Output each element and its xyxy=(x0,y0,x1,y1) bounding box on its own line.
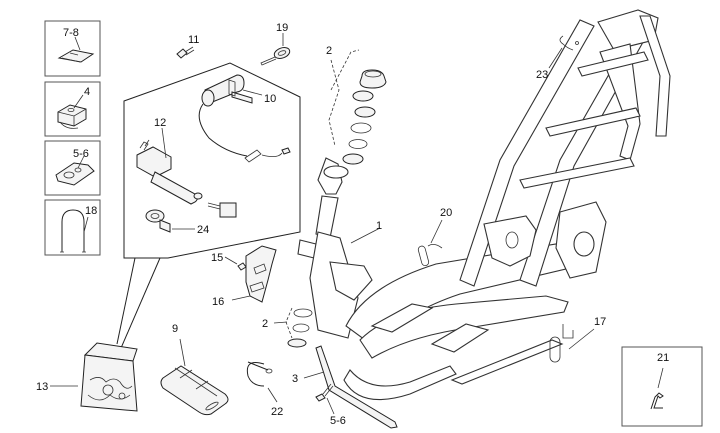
callout-3: 3 xyxy=(292,373,298,385)
callout-17: 18 xyxy=(85,205,97,217)
callout-22: 22 xyxy=(271,406,283,418)
callout-21: 21 xyxy=(657,352,669,364)
callout-4: 4 xyxy=(84,86,90,98)
callout-24: 24 xyxy=(197,224,209,236)
inset-box-7-8[interactable]: 7-8 xyxy=(44,20,101,77)
callout-7-8: 7-8 xyxy=(63,27,79,39)
part-10-ignition-switch[interactable]: 10 xyxy=(198,74,291,163)
callout-9: 9 xyxy=(172,323,178,335)
part-16-screw[interactable]: 15 xyxy=(211,252,247,271)
part-14-lock-kit-bag[interactable]: 13 xyxy=(36,342,138,412)
part-24-lock-cylinder[interactable]: 24 xyxy=(145,209,209,236)
callout-1: 1 xyxy=(376,220,382,232)
callout-20: 19 xyxy=(276,22,288,34)
part-22-strap[interactable]: 22 xyxy=(246,361,283,418)
part-12-steering-lock[interactable]: 12 xyxy=(136,117,237,218)
part-20-key[interactable]: 19 xyxy=(260,22,291,66)
lock-group-outline xyxy=(116,62,301,356)
part-9-battery-pad[interactable]: 9 xyxy=(160,323,229,416)
callout-11: 5-6 xyxy=(330,415,346,427)
callout-14: 13 xyxy=(36,381,48,393)
callout-19: 20 xyxy=(440,207,452,219)
callout-5-6: 5-6 xyxy=(73,148,89,160)
callout-13: 11 xyxy=(188,34,199,46)
callout-15: 16 xyxy=(212,296,224,308)
callout-18: 17 xyxy=(594,316,606,328)
callout-10: 10 xyxy=(264,93,276,105)
part-2-steering-bearing-set[interactable]: 2 xyxy=(326,45,387,165)
part-18-retaining-clip[interactable]: 17 xyxy=(549,316,606,363)
inset-box-4[interactable]: 4 xyxy=(44,81,101,137)
part-13-screw[interactable]: 11 xyxy=(176,34,199,59)
callout-2-lower: 2 xyxy=(262,318,268,330)
part-2-lower-bearing[interactable]: 2 xyxy=(262,307,313,348)
inset-box-5-6[interactable]: 5-6 xyxy=(44,140,101,196)
part-11-bolt[interactable]: 5-6 xyxy=(315,383,346,427)
callout-23: 23 xyxy=(536,69,548,81)
part-19-hose-clip[interactable]: 20 xyxy=(417,207,453,267)
part-15-lock-bracket[interactable]: 16 xyxy=(212,245,277,308)
callout-12: 12 xyxy=(154,117,166,129)
part-23-clamp[interactable]: 23 xyxy=(536,35,579,81)
callout-2-upper: 2 xyxy=(326,45,332,57)
callout-16: 15 xyxy=(211,252,223,264)
inset-box-21[interactable]: 21 xyxy=(621,346,703,427)
inset-box-17[interactable]: 18 xyxy=(44,199,101,256)
part-1-frame[interactable]: 1 xyxy=(297,9,671,401)
